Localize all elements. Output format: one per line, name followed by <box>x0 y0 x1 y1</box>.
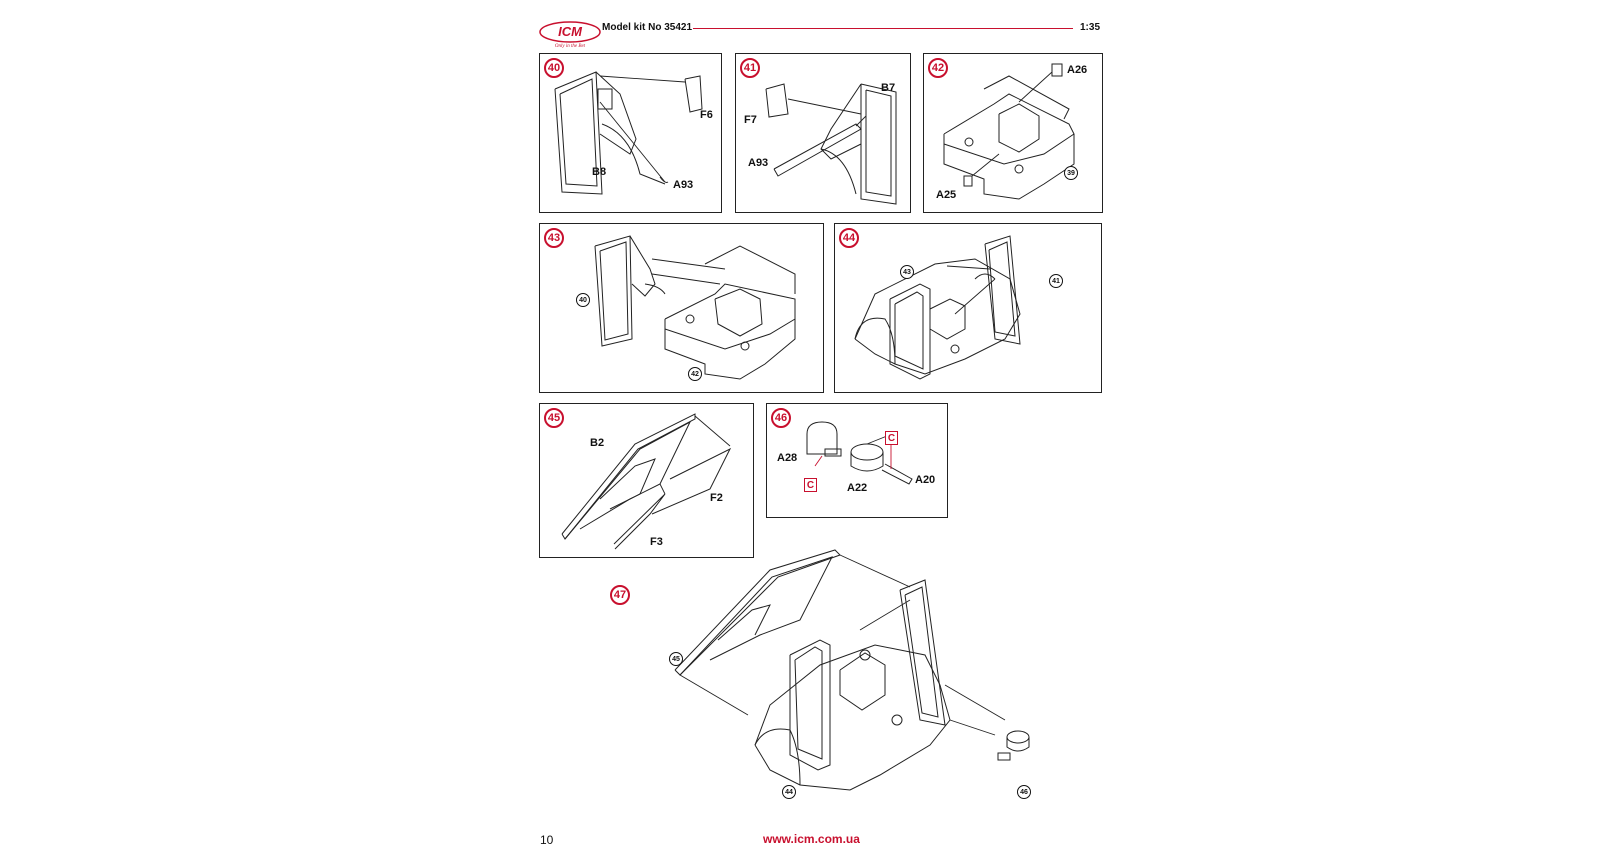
part-a22-label: A22 <box>847 482 868 494</box>
icm-logo: ICM Only in the Bet <box>539 21 601 49</box>
part-a28-label: A28 <box>777 452 798 464</box>
ref-step-42: 42 <box>688 367 702 381</box>
scale-label: 1:35 <box>1080 22 1101 33</box>
step-40-drawing <box>554 71 703 195</box>
step-46-number: 46 <box>771 408 791 428</box>
ref-step-44: 44 <box>782 785 796 799</box>
step-44-drawing <box>854 235 1021 380</box>
step-42-panel: 42 A26 A25 39 <box>923 53 1103 213</box>
ref-step-45: 45 <box>669 652 683 666</box>
step-45-panel: 45 B2 F2 F3 <box>539 403 754 558</box>
part-b8-label: B8 <box>592 166 607 178</box>
step-43-panel: 43 40 42 <box>539 223 824 393</box>
ref-step-46: 46 <box>1017 785 1031 799</box>
ref-step-39: 39 <box>1064 166 1078 180</box>
kit-title: Model kit No 35421 <box>602 22 693 33</box>
part-f3-label: F3 <box>650 536 663 548</box>
step-44-number: 44 <box>839 228 859 248</box>
part-a93-label-41: A93 <box>748 157 769 169</box>
header-rule <box>693 28 1073 29</box>
ref-step-41: 41 <box>1049 274 1063 288</box>
part-a25-label: A25 <box>936 189 957 201</box>
part-b7-label: B7 <box>881 82 896 94</box>
step-44-panel: 44 43 41 <box>834 223 1102 393</box>
step-41-drawing <box>765 83 897 205</box>
part-f6-label: F6 <box>700 109 713 121</box>
step-41-number: 41 <box>740 58 760 78</box>
part-a20-label: A20 <box>915 474 936 486</box>
step-43-drawing <box>594 235 796 380</box>
step-40-number: 40 <box>544 58 564 78</box>
page-number: 10 <box>540 833 554 847</box>
website-link[interactable]: www.icm.com.ua <box>763 832 860 846</box>
step-46-panel: 46 A28 A22 A20 C C <box>766 403 948 518</box>
step-45-number: 45 <box>544 408 564 428</box>
part-b2-label: B2 <box>590 437 605 449</box>
part-f7-label: F7 <box>744 114 757 126</box>
part-f2-label: F2 <box>710 492 723 504</box>
step-47-number: 47 <box>610 585 630 605</box>
ref-step-43: 43 <box>900 265 914 279</box>
part-a93-label: A93 <box>673 179 694 191</box>
marker-c-upper: C <box>885 431 898 445</box>
step-47-drawing <box>674 549 1030 791</box>
part-a26-label: A26 <box>1067 64 1088 76</box>
step-47-area: 47 45 44 46 <box>600 545 1100 830</box>
svg-text:Only in the Bet: Only in the Bet <box>555 44 586 49</box>
svg-text:ICM: ICM <box>558 24 583 39</box>
ref-step-40: 40 <box>576 293 590 307</box>
step-40-panel: 40 F6 B8 A93 <box>539 53 722 213</box>
step-41-panel: 41 B7 F7 A93 <box>735 53 911 213</box>
step-45-drawing <box>561 413 732 550</box>
step-42-number: 42 <box>928 58 948 78</box>
step-43-number: 43 <box>544 228 564 248</box>
marker-c-lower: C <box>804 478 817 492</box>
